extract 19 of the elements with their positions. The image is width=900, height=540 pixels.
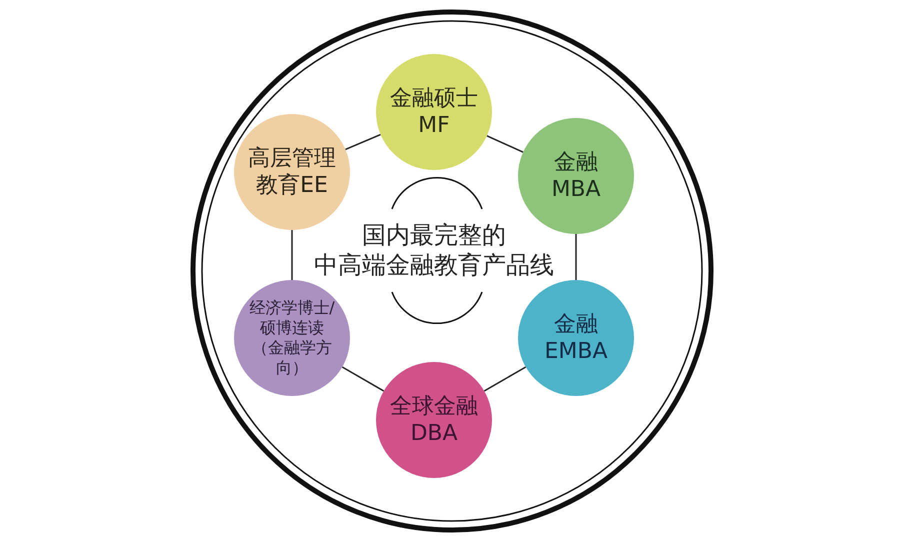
- circle-label: MBA: [551, 176, 601, 204]
- connector-line: [345, 134, 381, 150]
- circle-label: 金融: [554, 310, 598, 338]
- circle-label: 经济学博士/硕博连读: [248, 298, 336, 338]
- circle-label: （金融学方向）: [251, 338, 333, 378]
- center-title: 中高端金融教育产品线: [314, 250, 554, 280]
- connector-line: [486, 135, 524, 153]
- connector-line: [291, 230, 293, 280]
- connector-line: [342, 366, 384, 392]
- circle-label: 金融: [554, 148, 598, 176]
- connector-line: [484, 366, 526, 392]
- circle-label: 高层管理教育EE: [247, 144, 337, 200]
- center-title: 国内最完整的: [362, 220, 506, 250]
- connector-line: [575, 234, 577, 280]
- circle-label: MF: [418, 112, 450, 140]
- circle-label: 金融硕士: [390, 84, 478, 112]
- circle-label: 全球金融: [390, 392, 478, 420]
- circle-label: DBA: [410, 420, 458, 448]
- circle-label: EMBA: [544, 338, 608, 366]
